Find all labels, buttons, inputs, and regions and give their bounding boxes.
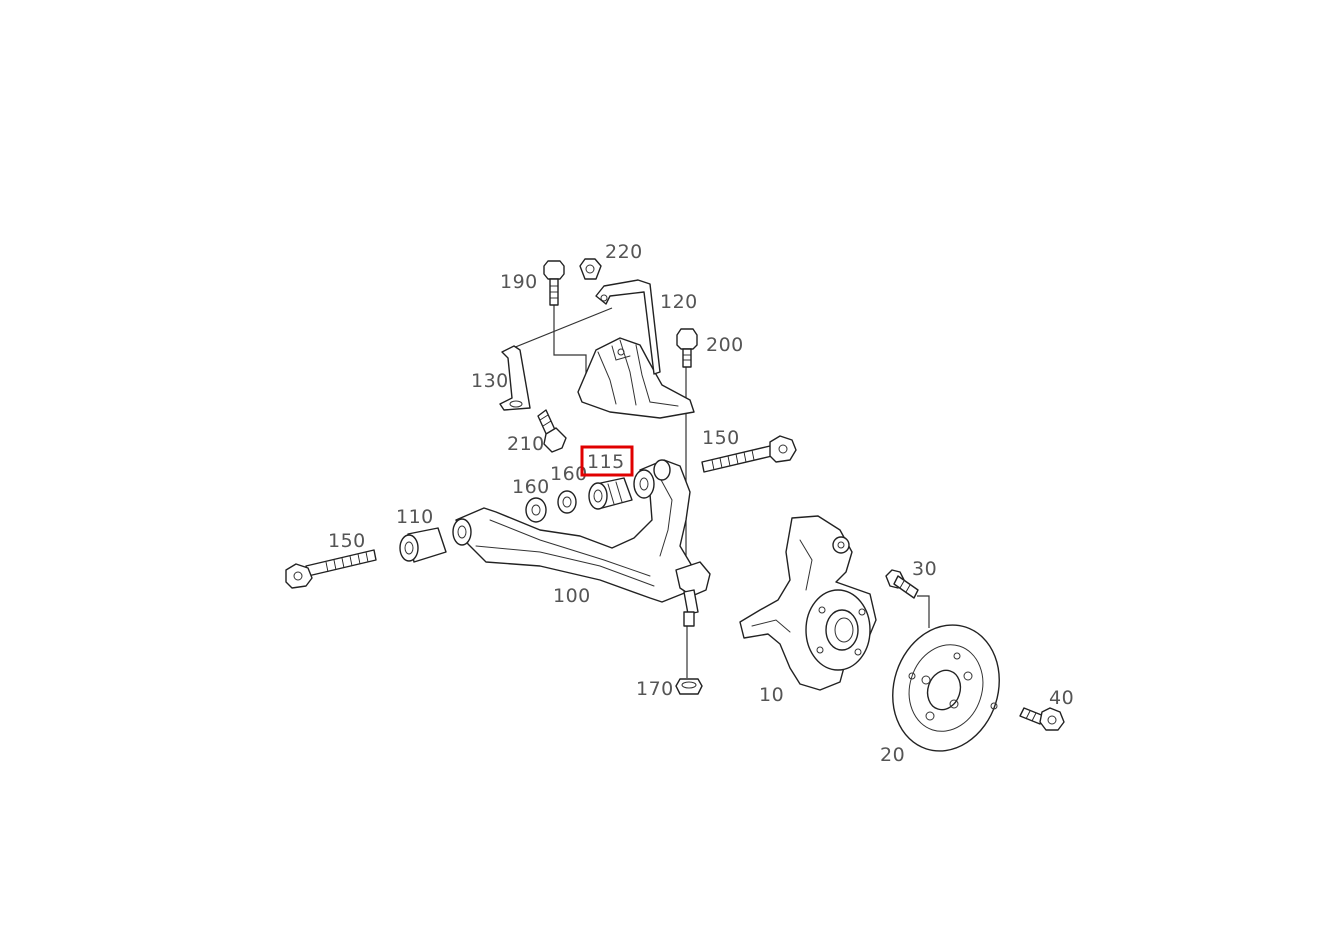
part-30-bolt[interactable] <box>885 569 919 599</box>
callout-170[interactable]: 170 <box>636 678 674 700</box>
callout-160-lower[interactable]: 160 <box>512 476 550 498</box>
part-20-brake-disc[interactable] <box>877 611 1015 765</box>
part-120-bracket[interactable] <box>577 279 695 419</box>
part-100-control-arm[interactable] <box>452 459 711 627</box>
highlight-box-115 <box>580 445 634 477</box>
part-170-nut[interactable] <box>675 678 703 695</box>
callout-150-upper[interactable]: 150 <box>702 427 740 449</box>
part-115-bushing[interactable] <box>588 477 633 510</box>
callout-200[interactable]: 200 <box>706 334 744 356</box>
part-110-bushing[interactable] <box>399 527 447 563</box>
callout-30[interactable]: 30 <box>912 558 937 580</box>
callout-210[interactable]: 210 <box>507 433 545 455</box>
callout-10[interactable]: 10 <box>759 684 784 706</box>
part-160-washer-outer[interactable] <box>525 497 547 523</box>
callout-100[interactable]: 100 <box>553 585 591 607</box>
callout-150-lower[interactable]: 150 <box>328 530 366 552</box>
callout-220[interactable]: 220 <box>605 241 643 263</box>
part-40-bolt[interactable] <box>1019 707 1065 731</box>
part-210-bolt[interactable] <box>537 409 567 453</box>
part-200-bolt[interactable] <box>676 328 698 368</box>
part-150-bolt-lower[interactable] <box>285 549 377 589</box>
part-190-bolt[interactable] <box>543 260 565 306</box>
callout-110[interactable]: 110 <box>396 506 434 528</box>
callout-120[interactable]: 120 <box>660 291 698 313</box>
callout-20[interactable]: 20 <box>880 744 905 766</box>
callout-115[interactable]: 115 <box>587 451 625 473</box>
callout-160-upper[interactable]: 160 <box>550 463 588 485</box>
callout-40[interactable]: 40 <box>1049 687 1074 709</box>
callout-130[interactable]: 130 <box>471 370 509 392</box>
part-220-nut[interactable] <box>579 258 602 280</box>
part-150-bolt-upper[interactable] <box>701 435 797 473</box>
part-130-bracket[interactable] <box>499 345 531 411</box>
callout-190[interactable]: 190 <box>500 271 538 293</box>
part-160-washer-inner[interactable] <box>557 490 577 514</box>
callout-labels: 220 190 120 200 130 150 210 160 115 160 … <box>328 241 1074 766</box>
part-10-steering-knuckle[interactable] <box>739 515 877 691</box>
